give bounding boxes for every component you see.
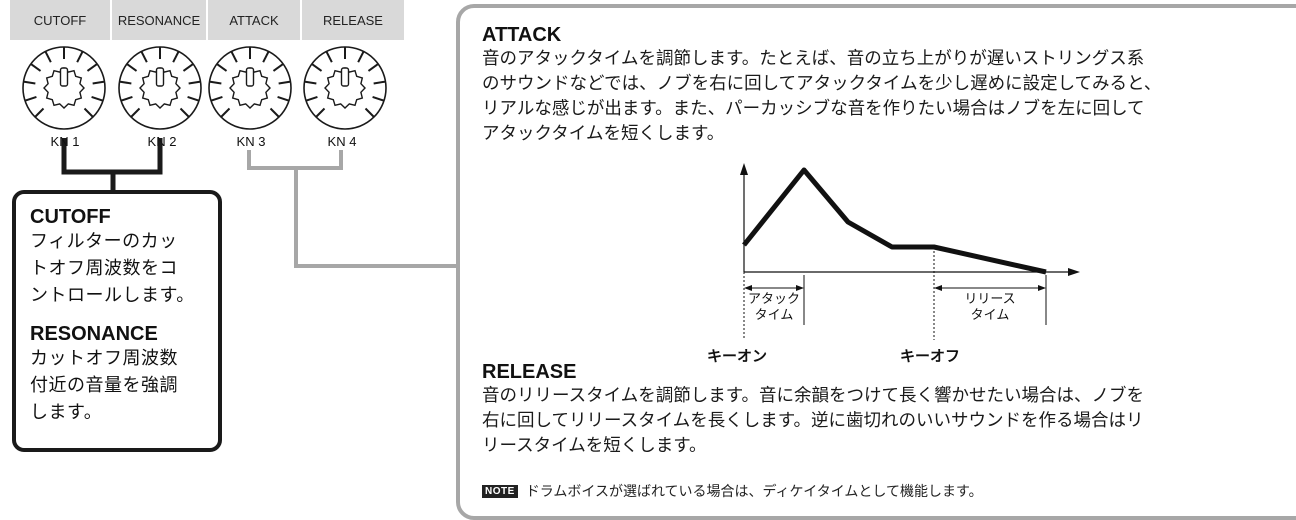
cutoff-title: CUTOFF: [30, 206, 111, 228]
note-icon: NOTE: [482, 484, 518, 498]
attack-release-connector-stem: [294, 168, 460, 268]
release-line: 右に回してリリースタイムを長くします。逆に歯切れのいいサウンドを作る場合はリ: [482, 411, 1144, 431]
knob-kn3: [208, 46, 292, 130]
knob-kn4: [303, 46, 387, 130]
resonance-title: RESONANCE: [30, 323, 158, 345]
knob-label-kn1: KN 1: [50, 134, 80, 149]
tab-cutoff: CUTOFF: [10, 0, 110, 40]
tab-release: RELEASE: [302, 0, 404, 40]
release-title: RELEASE: [482, 361, 577, 383]
knob-label-kn3: KN 3: [236, 134, 266, 149]
key-off-label: キーオフ: [900, 347, 961, 365]
attack-line: アタックタイムを短くします。: [482, 124, 725, 144]
attack-time-label: アタック タイム: [747, 292, 800, 323]
envelope-curve: [742, 167, 1047, 275]
y-axis-arrow: [740, 163, 748, 175]
resonance-line: カットオフ周波数: [30, 348, 178, 369]
attack-line: 音のアタックタイムを調節します。たとえば、音の立ち上がりが遅いストリングス系: [482, 49, 1145, 69]
key-on-label: キーオン: [707, 347, 768, 365]
attack-line: のサウンドなどでは、ノブを右に回してアタックタイムを少し遅めに設定してみると、: [482, 74, 1162, 94]
tab-attack: ATTACK: [208, 0, 300, 40]
note-text: ドラムボイスが選ばれている場合は、ディケイタイムとして機能します。: [525, 484, 983, 500]
cutoff-line: トオフ周波数をコ: [30, 258, 178, 279]
tab-resonance: RESONANCE: [112, 0, 206, 40]
knob-label-kn2: KN 2: [147, 134, 177, 149]
attack-release-box: [456, 4, 1296, 520]
release-line: リースタイムを短くします。: [482, 436, 707, 456]
note: NOTE ドラムボイスが選ばれている場合は、ディケイタイムとして機能します。: [482, 481, 983, 501]
knob-label-kn4: KN 4: [327, 134, 357, 149]
attack-line: リアルな感じが出ます。また、パーカッシブな音を作りたい場合はノブを左に回して: [482, 99, 1145, 119]
cutoff-line: フィルターのカッ: [30, 231, 178, 252]
knob-kn2: [118, 46, 202, 130]
cutoff-resonance-box: CUTOFF フィルターのカッ トオフ周波数をコ ントロールします。 RESON…: [12, 190, 222, 452]
x-axis-arrow: [1068, 268, 1080, 276]
release-line: 音のリリースタイムを調節します。音に余韻をつけて長く響かせたい場合は、ノブを: [482, 386, 1145, 406]
cutoff-line: ントロールします。: [30, 285, 195, 306]
release-time-label: リリース タイム: [964, 292, 1016, 323]
attack-title: ATTACK: [482, 24, 562, 46]
resonance-line: します。: [30, 402, 103, 423]
knob-kn1: [22, 46, 106, 130]
resonance-line: 付近の音量を強調: [30, 375, 178, 396]
